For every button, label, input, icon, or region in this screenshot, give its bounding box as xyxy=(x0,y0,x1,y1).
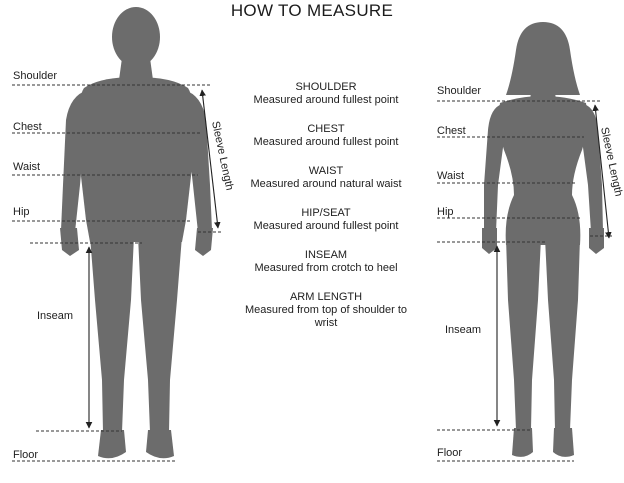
instruction-hip-seat: HIP/SEAT Measured around fullest point xyxy=(228,207,424,233)
instruction-chest: CHEST Measured around fullest point xyxy=(228,123,424,149)
female-sleeve-arrow xyxy=(592,104,612,239)
instruction-desc: Measured from top of shoulder to wrist xyxy=(244,304,408,329)
male-chest-label: Chest xyxy=(13,121,42,133)
male-hip-label: Hip xyxy=(13,206,30,218)
male-waist-label: Waist xyxy=(13,161,41,173)
instruction-desc: Measured around fullest point xyxy=(253,220,399,232)
male-measure-lines xyxy=(12,84,222,462)
female-hip-label: Hip xyxy=(437,206,454,218)
instruction-desc: Measured from crotch to heel xyxy=(254,262,398,274)
instruction-name: SHOULDER xyxy=(295,81,357,93)
female-shoulder-label: Shoulder xyxy=(437,85,482,97)
instruction-name: INSEAM xyxy=(304,249,348,261)
instruction-desc: Measured around fullest point xyxy=(253,136,399,148)
instruction-name: WAIST xyxy=(308,165,344,177)
instruction-desc: Measured around fullest point xyxy=(253,94,399,106)
instruction-name: CHEST xyxy=(307,123,345,135)
female-silhouette xyxy=(482,22,604,457)
male-silhouette xyxy=(60,7,213,459)
female-chest-label: Chest xyxy=(437,125,466,137)
instruction-shoulder: SHOULDER Measured around fullest point xyxy=(228,81,424,107)
instruction-waist: WAIST Measured around natural waist xyxy=(228,165,424,191)
male-shoulder-label: Shoulder xyxy=(13,70,58,82)
instruction-arm-length: ARM LENGTH Measured from top of shoulder… xyxy=(241,291,411,330)
male-inseam-label: Inseam xyxy=(37,310,74,322)
female-waist-label: Waist xyxy=(437,170,465,182)
instruction-desc: Measured around natural waist xyxy=(250,178,402,190)
instruction-name: ARM LENGTH xyxy=(289,291,363,303)
instruction-name: HIP/SEAT xyxy=(301,207,351,219)
male-floor-label: Floor xyxy=(13,449,39,461)
female-inseam-label: Inseam xyxy=(445,324,482,336)
female-floor-label: Floor xyxy=(437,447,463,459)
instruction-inseam: INSEAM Measured from crotch to heel xyxy=(228,249,424,275)
male-sleeve-arrow xyxy=(199,89,221,229)
page-title: HOW TO MEASURE xyxy=(230,1,394,20)
instructions-list: SHOULDER Measured around fullest point C… xyxy=(228,81,424,346)
